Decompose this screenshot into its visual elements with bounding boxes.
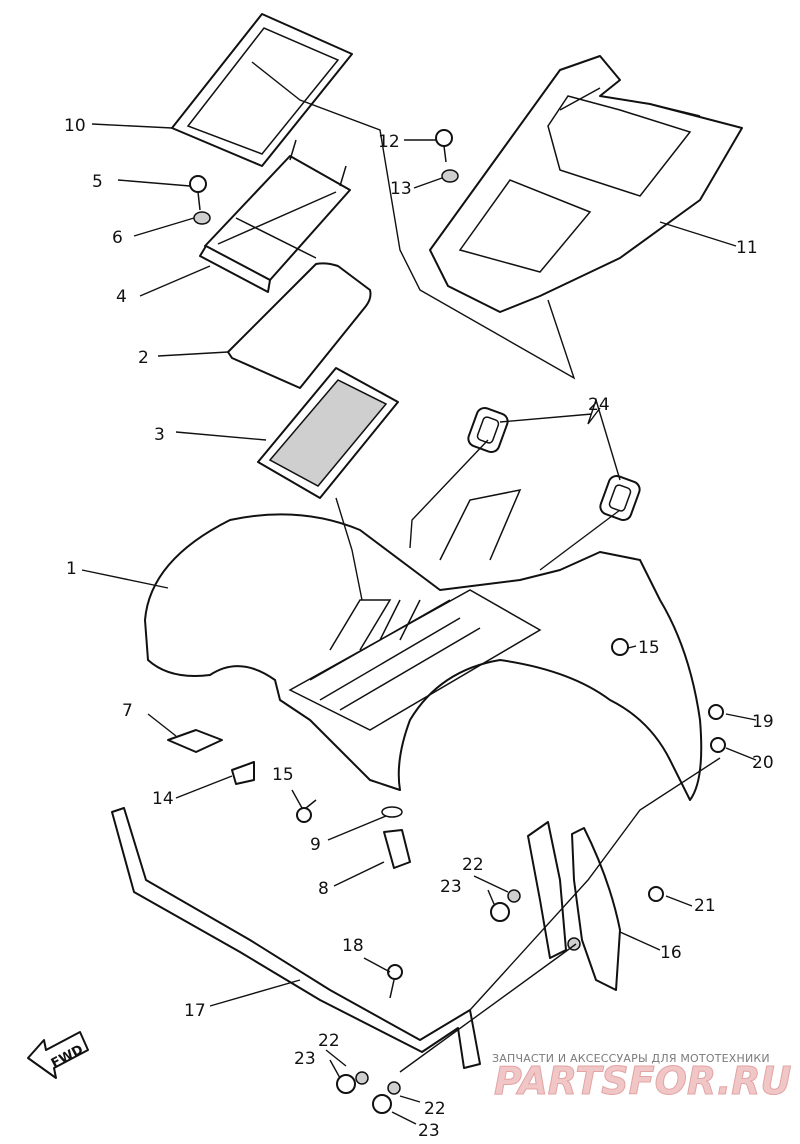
part-16-mudflap <box>527 821 621 991</box>
label-10: 10 <box>64 116 86 136</box>
label-11: 11 <box>736 238 758 258</box>
watermark-brand: PARTSFOR.RU <box>494 1059 792 1103</box>
part-labels: 10 5 6 4 2 3 1 7 14 15 9 8 12 13 11 24 1… <box>64 116 774 1141</box>
label-14: 14 <box>152 789 174 809</box>
part-2-pad <box>227 262 372 389</box>
label-18: 18 <box>342 936 364 956</box>
label-12: 12 <box>378 132 400 152</box>
label-5: 5 <box>92 172 103 192</box>
label-20: 20 <box>752 753 774 773</box>
label-2: 2 <box>138 348 149 368</box>
label-22-lower-left: 22 <box>318 1031 340 1051</box>
watermark: ЗАПЧАСТИ И АКСЕССУАРЫ ДЛЯ МОТОТЕХНИКИ PA… <box>492 1052 792 1104</box>
label-15-lower: 15 <box>272 765 294 785</box>
label-23-lower-left: 23 <box>294 1049 316 1069</box>
label-1: 1 <box>66 559 77 579</box>
fwd-arrow-icon: FWD <box>27 1031 89 1079</box>
label-3: 3 <box>154 425 165 445</box>
label-22-upper: 22 <box>462 855 484 875</box>
part-4-bracket <box>199 139 351 293</box>
label-19: 19 <box>752 712 774 732</box>
part-3-mesh-frame <box>257 367 399 499</box>
label-21: 21 <box>694 896 716 916</box>
label-6: 6 <box>112 228 123 248</box>
label-23-upper: 23 <box>440 877 462 897</box>
part-1-front-fender <box>144 488 703 801</box>
watermark-tagline: ЗАПЧАСТИ И АКСЕССУАРЫ ДЛЯ МОТОТЕХНИКИ <box>492 1052 770 1065</box>
label-17: 17 <box>184 1001 206 1021</box>
label-22-lower-right: 22 <box>424 1099 446 1119</box>
label-9: 9 <box>310 835 321 855</box>
label-4: 4 <box>116 287 127 307</box>
part-17-bar <box>111 807 481 1069</box>
label-16: 16 <box>660 943 682 963</box>
hardware <box>167 129 726 1114</box>
leaders <box>81 123 757 1125</box>
label-7: 7 <box>122 701 133 721</box>
label-8: 8 <box>318 879 329 899</box>
label-24: 24 <box>588 395 610 415</box>
label-15-right: 15 <box>638 638 660 658</box>
label-23-lower-right: 23 <box>418 1121 440 1141</box>
part-24-grommets <box>467 406 641 522</box>
part-10-seal <box>171 13 353 167</box>
label-13: 13 <box>390 179 412 199</box>
part-11-cover <box>429 55 743 313</box>
